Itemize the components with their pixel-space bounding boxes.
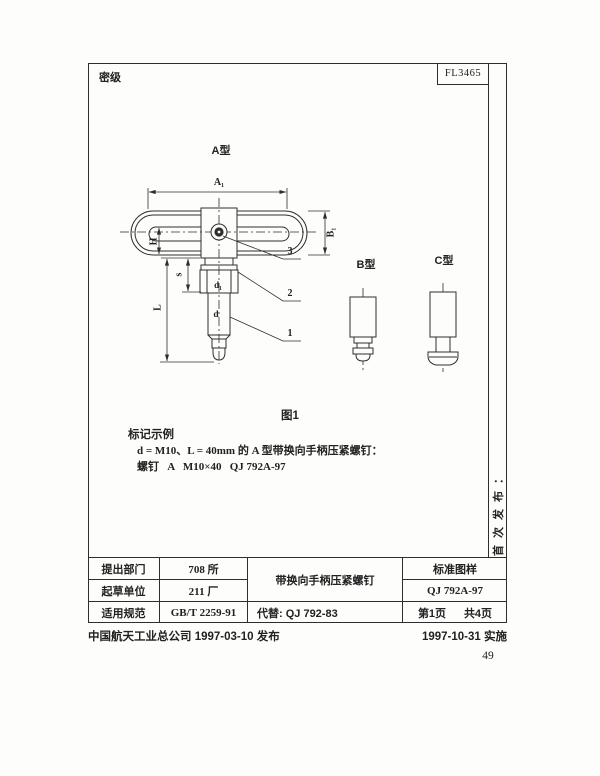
footer-publish: 中国航天工业总公司 1997-03-10 发布 [88,631,280,643]
dim-a1-label: A₁ [213,177,225,188]
page-total: 共4页 [463,607,493,620]
part-number-2: 2 [287,288,293,299]
page-current: 第1页 [417,607,447,620]
type-b-label: B型 [356,259,376,271]
marking-example-line2: 螺钉 A M10×40 QJ 792A-97 [137,461,286,473]
table-value-department: 708 所 [160,558,248,580]
table-value-spec: GB/T 2259-91 [160,602,248,623]
title-block-table: 提出部门 708 所 带换向手柄压紧螺钉 标准图样 起草单位 211 厂 QJ … [88,557,507,623]
marking-example-line1: d = M10、L = 40mm 的 A 型带换向手柄压紧螺钉： [137,445,383,457]
dim-b1-label: B₁ [325,227,337,238]
doc-code-box: FL3465 [437,63,488,85]
figure-caption: 图1 [281,410,299,422]
right-margin-divider [488,63,489,557]
security-level-label: 密级 [99,72,121,84]
footer-implement: 1997-10-31 实施 [421,631,507,643]
dim-d1-label: d₁ [214,280,222,290]
table-label-department: 提出部门 [88,558,160,580]
drawing-type: 标准图样 [403,558,507,580]
border-frame [88,63,507,623]
replaces-note: 代替: QJ 792-83 [248,602,403,623]
dim-d-label: d [213,310,219,320]
dim-s-label: s [173,272,185,277]
table-label-spec: 适用规范 [88,602,160,623]
marking-example-title: 标记示例 [128,429,174,441]
table-label-drafter: 起草单位 [88,580,160,602]
dim-h-label: H [148,237,160,246]
product-name: 带换向手柄压紧螺钉 [248,558,403,602]
table-value-drafter: 211 厂 [160,580,248,602]
standard-number: QJ 792A-97 [403,580,507,602]
doc-code: FL3465 [444,68,482,79]
part-number-1: 1 [287,328,293,339]
part-number-3: 3 [287,246,293,257]
dim-l-label: L [152,304,164,311]
page-number: 49 [482,650,494,662]
first-issue-vertical-note: 首次发布： [493,466,505,556]
type-a-label: A型 [211,145,231,157]
page-info: 第1页 共4页 [403,602,507,623]
type-c-label: C型 [434,255,454,267]
